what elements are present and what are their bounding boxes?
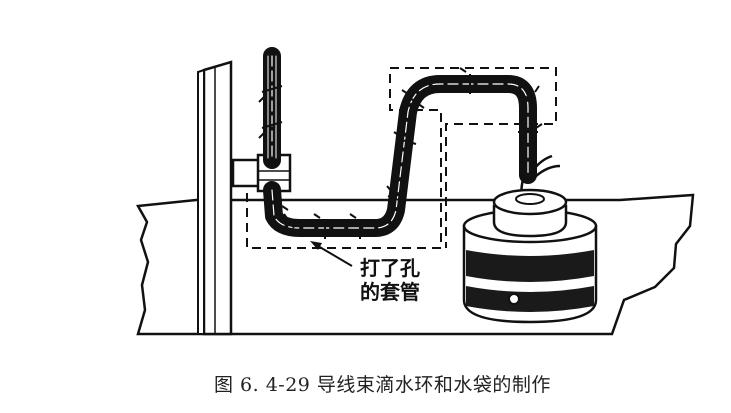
callout-arrow (310, 241, 353, 267)
callout-line-1: 打了孔 (360, 256, 420, 280)
drip-loop-outline (246, 67, 557, 249)
wire-bundle (263, 47, 537, 237)
tie-wraps (258, 67, 543, 239)
callout-line-2: 的套管 (360, 280, 420, 304)
wall-post (197, 60, 233, 336)
water-bag (462, 188, 598, 324)
figure-caption: 图 6. 4-29 导线束滴水环和水袋的制作 (214, 374, 551, 396)
sleeve-callout-label: 打了孔 的套管 (358, 256, 452, 304)
clamp (231, 153, 292, 193)
